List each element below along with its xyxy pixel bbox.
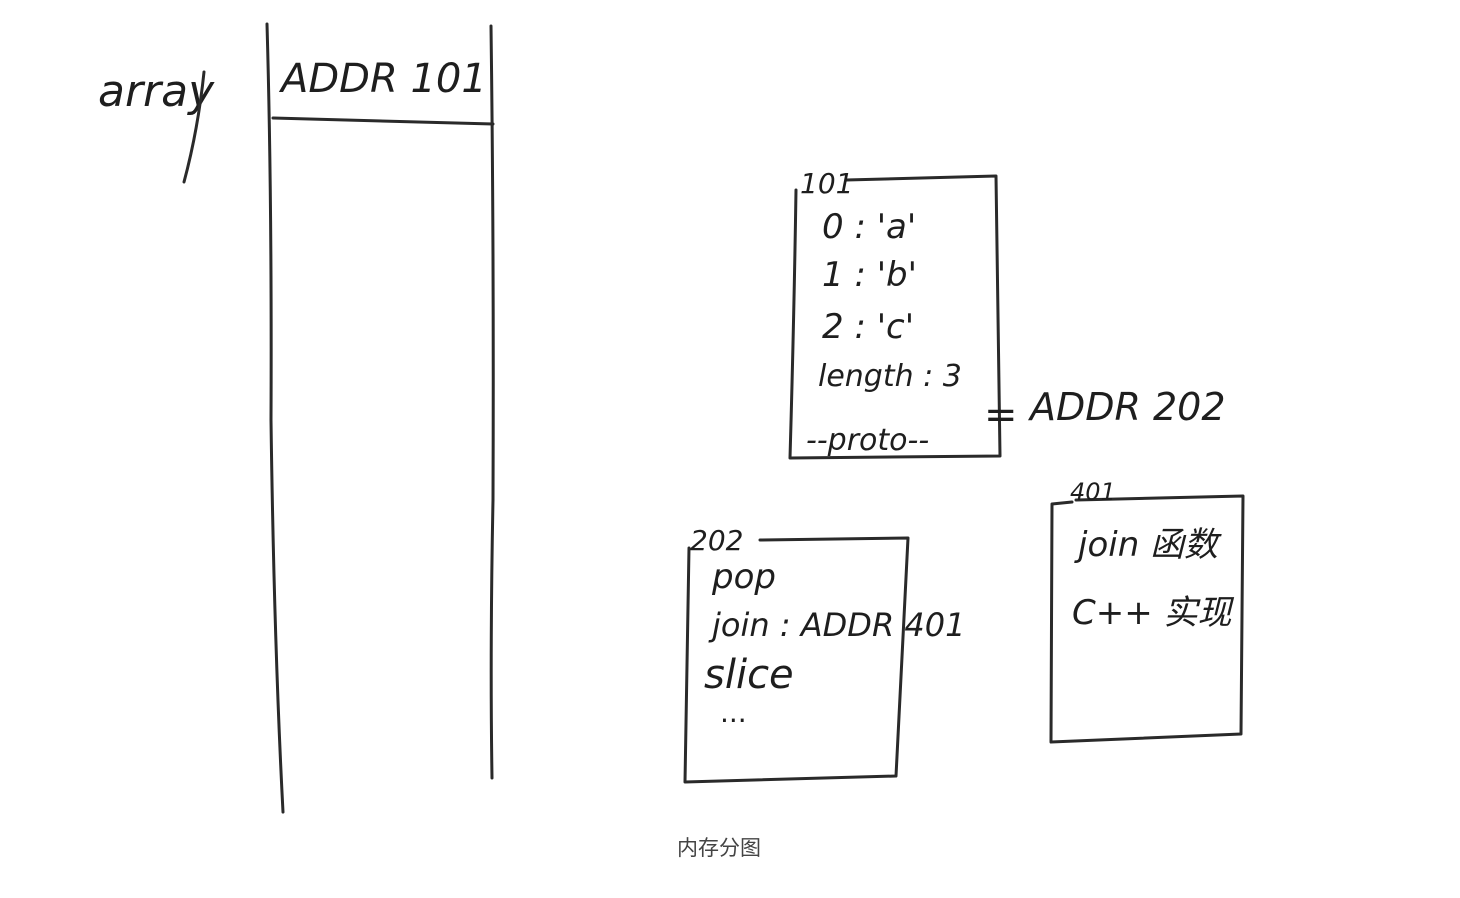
object-101-proto-arrow: = [984,392,1018,438]
object-101-proto-value: ADDR 202 [1027,385,1226,429]
object-101-proto-label: --proto-- [806,423,929,458]
object-202-entry-0: pop [711,557,776,597]
object-101-entry-3: length : 3 [818,359,962,394]
stack-variable-label: array [98,66,215,117]
object-101-address: 101 [800,167,853,200]
diagram-caption: 内存分图 [677,836,761,860]
stack-right-wall [489,24,495,780]
object-202-address: 202 [690,524,743,557]
object-202-box [683,536,910,784]
stack-left-wall [265,22,285,814]
object-202-entry-1: join : ADDR 401 [708,606,965,644]
stack-cell-divider [271,116,495,126]
stack-label-tail [182,70,206,184]
object-101-box [788,174,1002,460]
stack-cell-value: ADDR 101 [278,56,487,102]
object-401-box [1049,494,1245,744]
object-101-entry-0: 0 : 'a' [822,207,916,247]
object-101-entry-2: 2 : 'c' [822,307,914,347]
object-202-entry-3: ... [720,696,747,729]
object-401-entry-0: join 函数 [1074,525,1222,565]
object-401-address: 401 [1070,478,1116,506]
object-401-entry-1: C++ 实现 [1072,593,1235,633]
object-101-entry-1: 1 : 'b' [822,255,917,295]
object-202-entry-2: slice [704,652,794,698]
